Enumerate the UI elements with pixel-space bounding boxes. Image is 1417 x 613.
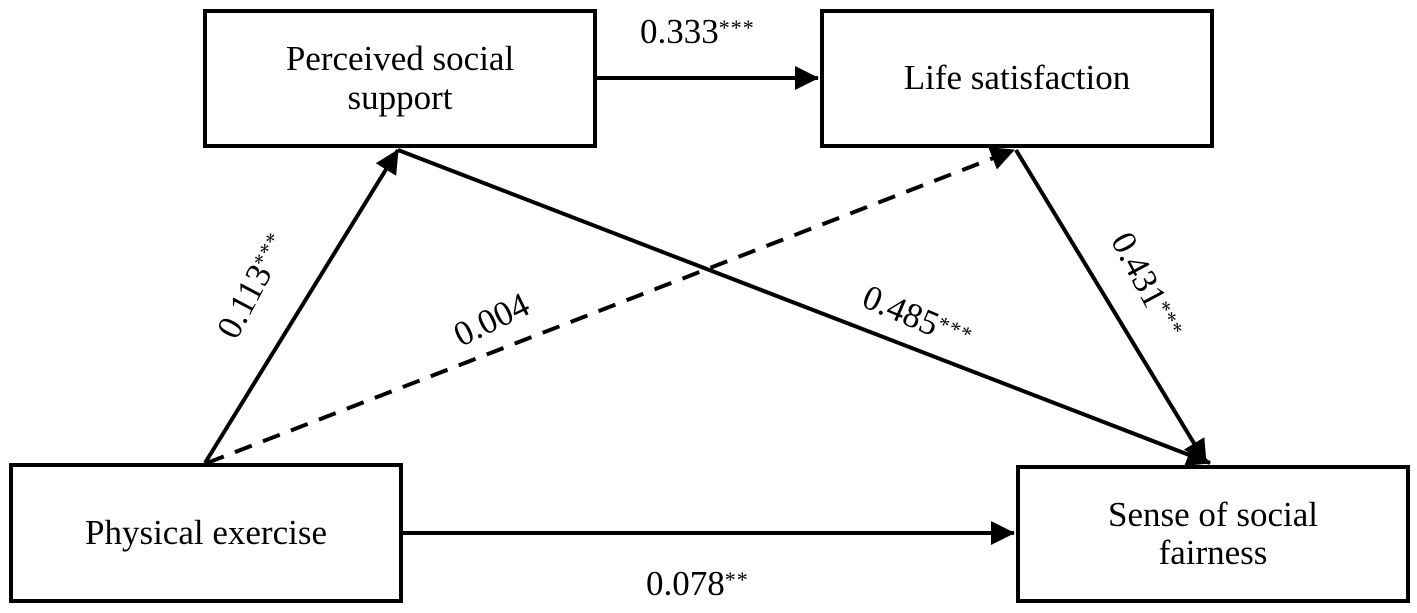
node-label-line1: Perceived social [285, 39, 515, 78]
coef-value: 0.333 [640, 12, 719, 51]
node-perceived-social-support: Perceived social support [203, 9, 597, 148]
arrow-pe-to-pss [203, 148, 400, 465]
arrow-pe-to-ls [206, 147, 1015, 465]
node-label-line2: fairness [1158, 533, 1268, 572]
coef-label-pss-to-ls: 0.333*** [640, 14, 755, 49]
node-label-line1: Life satisfaction [903, 58, 1131, 98]
significance-stars: ** [724, 567, 749, 592]
node-label-line1: Sense of social [1108, 494, 1318, 534]
coef-value: 0.078 [646, 564, 725, 603]
node-life-satisfaction: Life satisfaction [820, 9, 1214, 148]
node-sense-of-social-fairness: Sense of social fairness [1016, 465, 1410, 603]
arrow-pss-to-fair [397, 148, 1211, 466]
significance-stars: *** [718, 15, 755, 40]
coef-label-pe-to-fair: 0.078** [646, 566, 749, 601]
arrow-ls-to-fair [1014, 148, 1208, 465]
node-physical-exercise: Physical exercise [9, 463, 403, 603]
node-label-line2: support [347, 77, 453, 117]
node-label-line1: Physical exercise [85, 512, 327, 552]
